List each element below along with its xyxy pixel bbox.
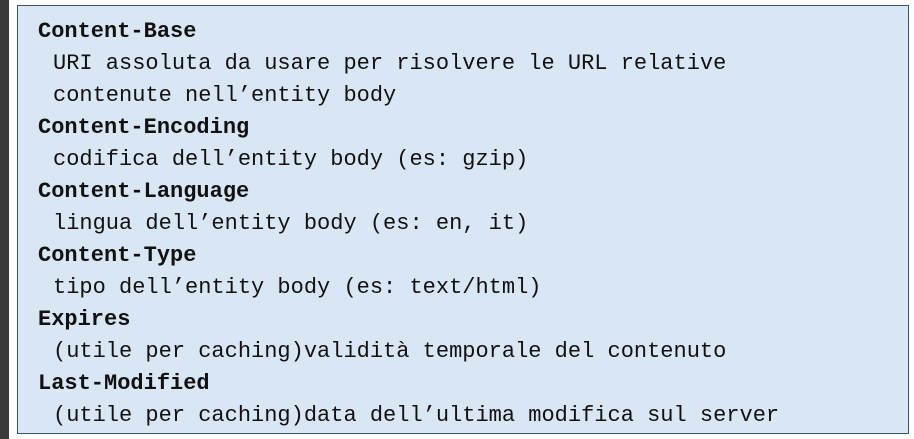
header-name: Expires bbox=[38, 307, 131, 332]
header-description: contenute nell’entity body bbox=[53, 83, 397, 108]
header-entry-last-modified: Last-Modified (utile per caching)data de… bbox=[38, 368, 908, 432]
header-entry-content-type: Content-Type tipo dell’entity body (es: … bbox=[38, 240, 908, 304]
header-entry-content-language: Content-Language lingua dell’entity body… bbox=[38, 176, 908, 240]
header-entry-content-encoding: Content-Encoding codifica dell’entity bo… bbox=[38, 112, 908, 176]
entity-headers-box: Content-Base URI assoluta da usare per r… bbox=[17, 5, 909, 434]
header-name: Content-Base bbox=[38, 19, 197, 44]
header-name: Content-Language bbox=[38, 179, 250, 204]
header-description: codifica dell’entity body (es: gzip) bbox=[53, 147, 529, 172]
header-name: Content-Type bbox=[38, 243, 197, 268]
header-description: (utile per caching)data dell’ultima modi… bbox=[53, 403, 780, 428]
header-description: tipo dell’entity body (es: text/html) bbox=[53, 275, 542, 300]
header-description: URI assoluta da usare per risolvere le U… bbox=[53, 51, 727, 76]
header-description: (utile per caching)validità temporale de… bbox=[53, 339, 727, 364]
header-entry-expires: Expires (utile per caching)validità temp… bbox=[38, 304, 908, 368]
header-description: lingua dell’entity body (es: en, it) bbox=[53, 211, 529, 236]
left-edge-bar bbox=[0, 0, 9, 439]
header-name: Last-Modified bbox=[38, 371, 210, 396]
header-entry-content-base: Content-Base URI assoluta da usare per r… bbox=[38, 16, 908, 112]
header-name: Content-Encoding bbox=[38, 115, 250, 140]
